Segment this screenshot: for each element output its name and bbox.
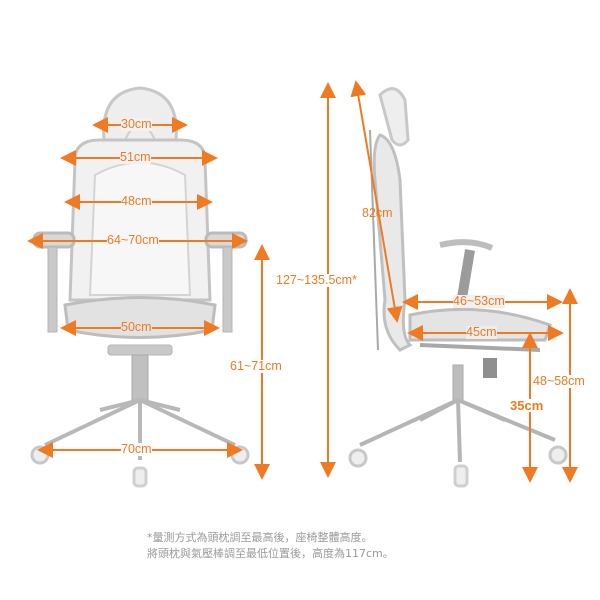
seat-depth-label: 45cm [466, 325, 497, 339]
seat-width-label: 50cm [121, 320, 152, 334]
back-width-label: 48cm [121, 194, 152, 208]
side-chair [348, 87, 568, 488]
back-top-width-label: 51cm [120, 150, 151, 164]
back-height-label: 82cm [362, 206, 393, 220]
seat-depth-adjust-label: 46~53cm [453, 294, 505, 308]
total-height-label: 127~135.5cm* [276, 273, 357, 287]
seat-height-label: 48~58cm [533, 374, 585, 388]
front-chair [30, 86, 250, 488]
armrest-span-label: 64~70cm [107, 233, 159, 247]
headrest-width-label: 30cm [121, 117, 152, 131]
note-line-1: *量測方式為頭枕調至最高後，座椅整體高度。 [147, 531, 373, 544]
armrest-height-label: 61~71cm [230, 359, 282, 373]
note-line-2: 將頭枕與氣壓棒調至最低位置後，高度為117cm。 [147, 547, 394, 560]
base-width-label: 70cm [121, 442, 152, 456]
cylinder-label: 35cm [510, 398, 544, 413]
measurement-note: *量測方式為頭枕調至最高後，座椅整體高度。 將頭枕與氣壓棒調至最低位置後，高度為… [147, 530, 394, 562]
